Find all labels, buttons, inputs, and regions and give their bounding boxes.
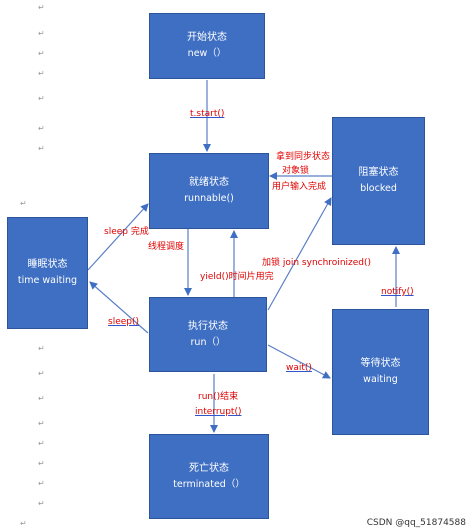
arrow-running-to-blocked — [267, 197, 332, 311]
state-running-sub: run（） — [190, 336, 226, 348]
state-start-sub: new（） — [187, 48, 227, 59]
state-sleeping-sub: time waiting — [17, 275, 78, 286]
watermark: CSDN @qq_51874588 — [366, 518, 466, 528]
state-sleeping-name: 睡眠状态 — [27, 259, 68, 270]
state-waiting-name: 等待状态 — [360, 358, 401, 369]
state-running-name: 执行状态 — [188, 320, 228, 332]
state-sleeping: 睡眠状态 time waiting — [7, 217, 88, 329]
state-terminated-sub: terminated（） — [173, 478, 245, 490]
state-waiting-sub: waiting — [363, 374, 398, 385]
state-waiting: 等待状态 waiting — [332, 309, 429, 435]
state-start: 开始状态 new（） — [149, 13, 265, 79]
label-user-input-done: 用户输入完成 — [272, 182, 327, 192]
arrow-running-to-waiting — [267, 344, 331, 379]
label-sleep-done: sleep 完成 — [104, 227, 149, 237]
label-sleep-call: sleep() — [108, 317, 139, 327]
state-blocked-sub: blocked — [360, 183, 397, 194]
label-object-lock: 对象锁 — [282, 166, 310, 176]
label-thread-schedule: 线程调度 — [148, 242, 185, 252]
state-running: 执行状态 run（） — [149, 297, 267, 372]
state-terminated-name: 死亡状态 — [189, 462, 229, 474]
state-blocked-name: 阻塞状态 — [358, 167, 399, 178]
state-blocked: 阻塞状态 blocked — [332, 117, 425, 245]
label-interrupt-call: interrupt() — [195, 407, 242, 417]
arrow-running-to-sleeping — [89, 281, 149, 334]
label-lock-join-sync: 加锁 join synchroinized() — [262, 258, 372, 268]
state-runnable: 就绪状态 runnable() — [149, 153, 269, 229]
state-runnable-name: 就绪状态 — [189, 177, 229, 188]
state-terminated: 死亡状态 terminated（） — [149, 434, 269, 519]
label-start-call: t.start() — [190, 109, 225, 119]
label-notify-call: notify() — [381, 287, 414, 297]
state-start-name: 开始状态 — [187, 32, 227, 43]
state-runnable-sub: runnable() — [184, 193, 234, 204]
label-run-end: run()结束 — [198, 392, 239, 402]
label-yield-timeslice: yield()时间片用完 — [200, 272, 274, 282]
label-wait-call: wait() — [286, 363, 312, 373]
label-get-sync-state: 拿到同步状态 — [276, 152, 331, 162]
arrow-sleeping-to-runnable — [87, 203, 149, 271]
